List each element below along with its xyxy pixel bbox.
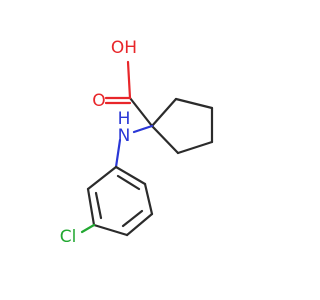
benzene-bond-4 bbox=[92, 223, 129, 237]
amine-hydrogen-label: H bbox=[118, 109, 131, 129]
chlorine-label: Cl bbox=[60, 227, 77, 247]
benzene-inner-double-2 bbox=[121, 209, 144, 228]
benzene-bond-5 bbox=[86, 187, 96, 227]
benzene-inner-double-3 bbox=[94, 191, 103, 220]
bond-c-n bbox=[132, 124, 154, 134]
benzene-bond-1 bbox=[114, 165, 147, 186]
carbonyl-oxygen-label: O bbox=[92, 91, 105, 111]
bond-ring-5 bbox=[150, 124, 180, 155]
benzene-bond-3 bbox=[125, 212, 154, 237]
benzene-bond-6 bbox=[86, 165, 118, 191]
chemical-structure: OH O H N Cl bbox=[60, 38, 214, 247]
bond-ring-1 bbox=[150, 97, 178, 128]
amine-nitrogen-label: N bbox=[118, 126, 131, 146]
hydroxyl-label: OH bbox=[111, 38, 137, 58]
benzene-inner-double-1 bbox=[116, 174, 141, 191]
bond-c-oh bbox=[126, 60, 132, 100]
bond-c-cl bbox=[80, 223, 96, 234]
bond-ring-2 bbox=[174, 97, 214, 110]
bond-ring-4 bbox=[176, 140, 214, 155]
bond-c-cooh bbox=[128, 96, 154, 128]
benzene-bond-2 bbox=[143, 182, 154, 216]
bond-n-aryl bbox=[114, 138, 122, 169]
